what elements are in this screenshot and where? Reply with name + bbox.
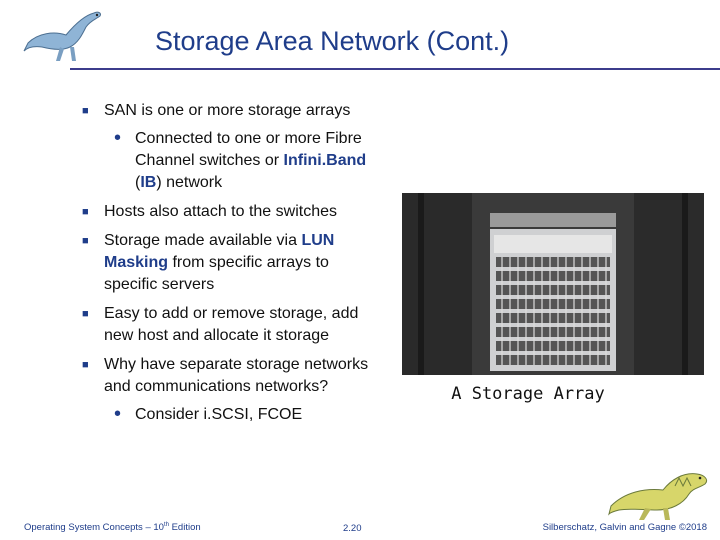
dinosaur-logo-bottom: [608, 473, 708, 520]
square-bullet-icon: ■: [82, 359, 89, 371]
bullet-item: ■ Storage made available via LUN Masking…: [82, 232, 335, 293]
title-divider: [70, 68, 720, 70]
sub-bullet-item: • Consider i.SCSI, FCOE: [104, 403, 382, 426]
square-bullet-icon: ■: [82, 235, 89, 247]
dinosaur-logo-top: [23, 11, 101, 61]
footer-book-title: Operating System Concepts – 10th Edition: [24, 522, 201, 534]
ib-term: IB: [140, 174, 157, 191]
bullet-item: ■ Why have separate storage networks and…: [82, 354, 382, 398]
square-bullet-icon: ■: [82, 308, 89, 320]
round-bullet-icon: •: [114, 403, 122, 425]
storage-array-image: [402, 193, 704, 375]
bullet-text: SAN is one or more storage arrays: [104, 102, 351, 119]
sub-bullet-text: Consider i.SCSI, FCOE: [135, 406, 303, 423]
bullet-list: ■ SAN is one or more storage arrays • Co…: [82, 100, 382, 426]
bullet-text: Easy to add or remove storage, add new h…: [104, 305, 359, 344]
bullet-item: ■ Hosts also attach to the switches: [82, 201, 382, 223]
sub-bullet-item: • Connected to one or more Fibre Channel…: [114, 127, 367, 191]
square-bullet-icon: ■: [82, 206, 89, 218]
footer-authors: Silberschatz, Galvin and Gagne ©2018: [542, 522, 707, 533]
bullet-text: Hosts also attach to the switches: [104, 203, 337, 220]
square-bullet-icon: ■: [82, 105, 89, 117]
infiniband-term: Infini.Band: [283, 152, 367, 169]
bullet-item: ■ SAN is one or more storage arrays: [82, 100, 382, 122]
lun-masking-term: LUN Masking: [104, 232, 335, 271]
round-bullet-icon: •: [114, 127, 122, 149]
bullet-item: ■ Easy to add or remove storage, add new…: [82, 303, 382, 347]
image-caption: A Storage Array: [451, 384, 605, 404]
sub-bullet-text: Connected to one or more Fibre Channel s…: [135, 130, 362, 169]
footer-page-number: 2.20: [343, 523, 362, 534]
bullet-text: Why have separate storage networks and c…: [104, 356, 369, 395]
slide-title: Storage Area Network (Cont.): [155, 26, 510, 56]
